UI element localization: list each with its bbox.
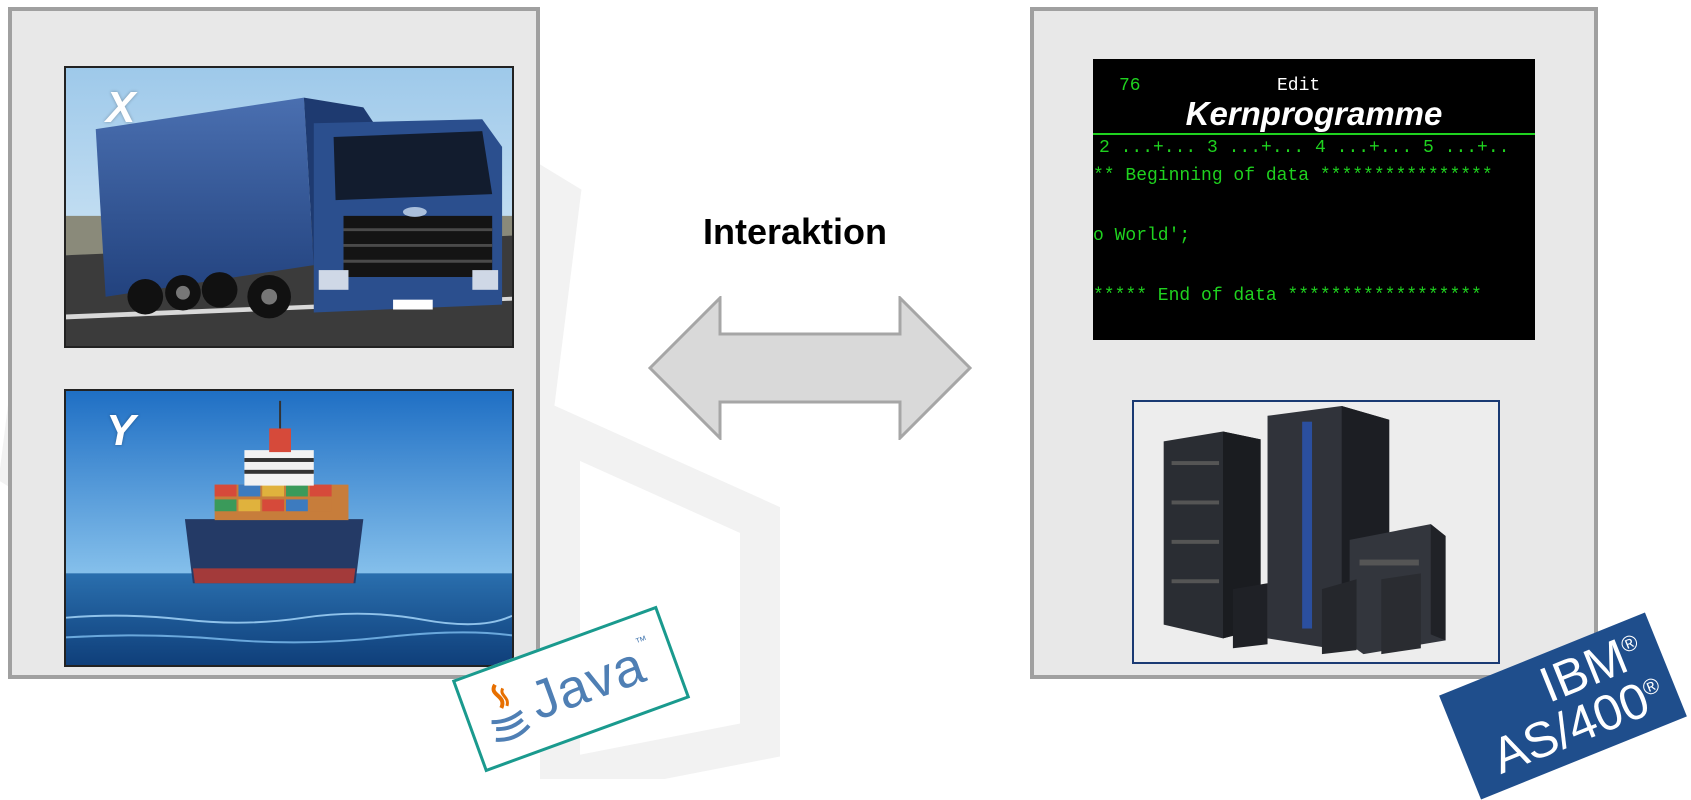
interaction-label: Interaktion [702, 211, 888, 252]
truck-photo: X [64, 66, 514, 348]
terminal-code-line: o World'; [1093, 226, 1191, 246]
terminal-divider [1093, 133, 1535, 135]
double-arrow-icon [648, 296, 972, 440]
truck-label: X [106, 83, 136, 132]
truck-image [66, 68, 512, 346]
ship-label: Y [106, 406, 136, 455]
terminal-line-number: 76 [1119, 76, 1141, 96]
ship-photo: Y [64, 389, 514, 667]
server-image [1134, 402, 1498, 662]
terminal-end-line: ***** End of data ****************** [1093, 286, 1482, 306]
ship-image [66, 391, 512, 665]
java-cup-icon [491, 683, 531, 742]
terminal-begin-line: ** Beginning of data **************** [1093, 166, 1493, 186]
java-logo-text: Java™ [521, 632, 654, 732]
terminal-mode: Edit [1277, 76, 1321, 96]
java-logo: Java™ [451, 605, 691, 773]
terminal-title: Kernprogramme [1185, 95, 1443, 132]
server-photo [1132, 400, 1500, 664]
terminal-ruler: 2 ...+... 3 ...+... 4 ...+... 5 ...+.. [1099, 138, 1510, 158]
terminal-screen: 76 Edit Kernprogramme 2 ...+... 3 ...+..… [1093, 59, 1535, 340]
